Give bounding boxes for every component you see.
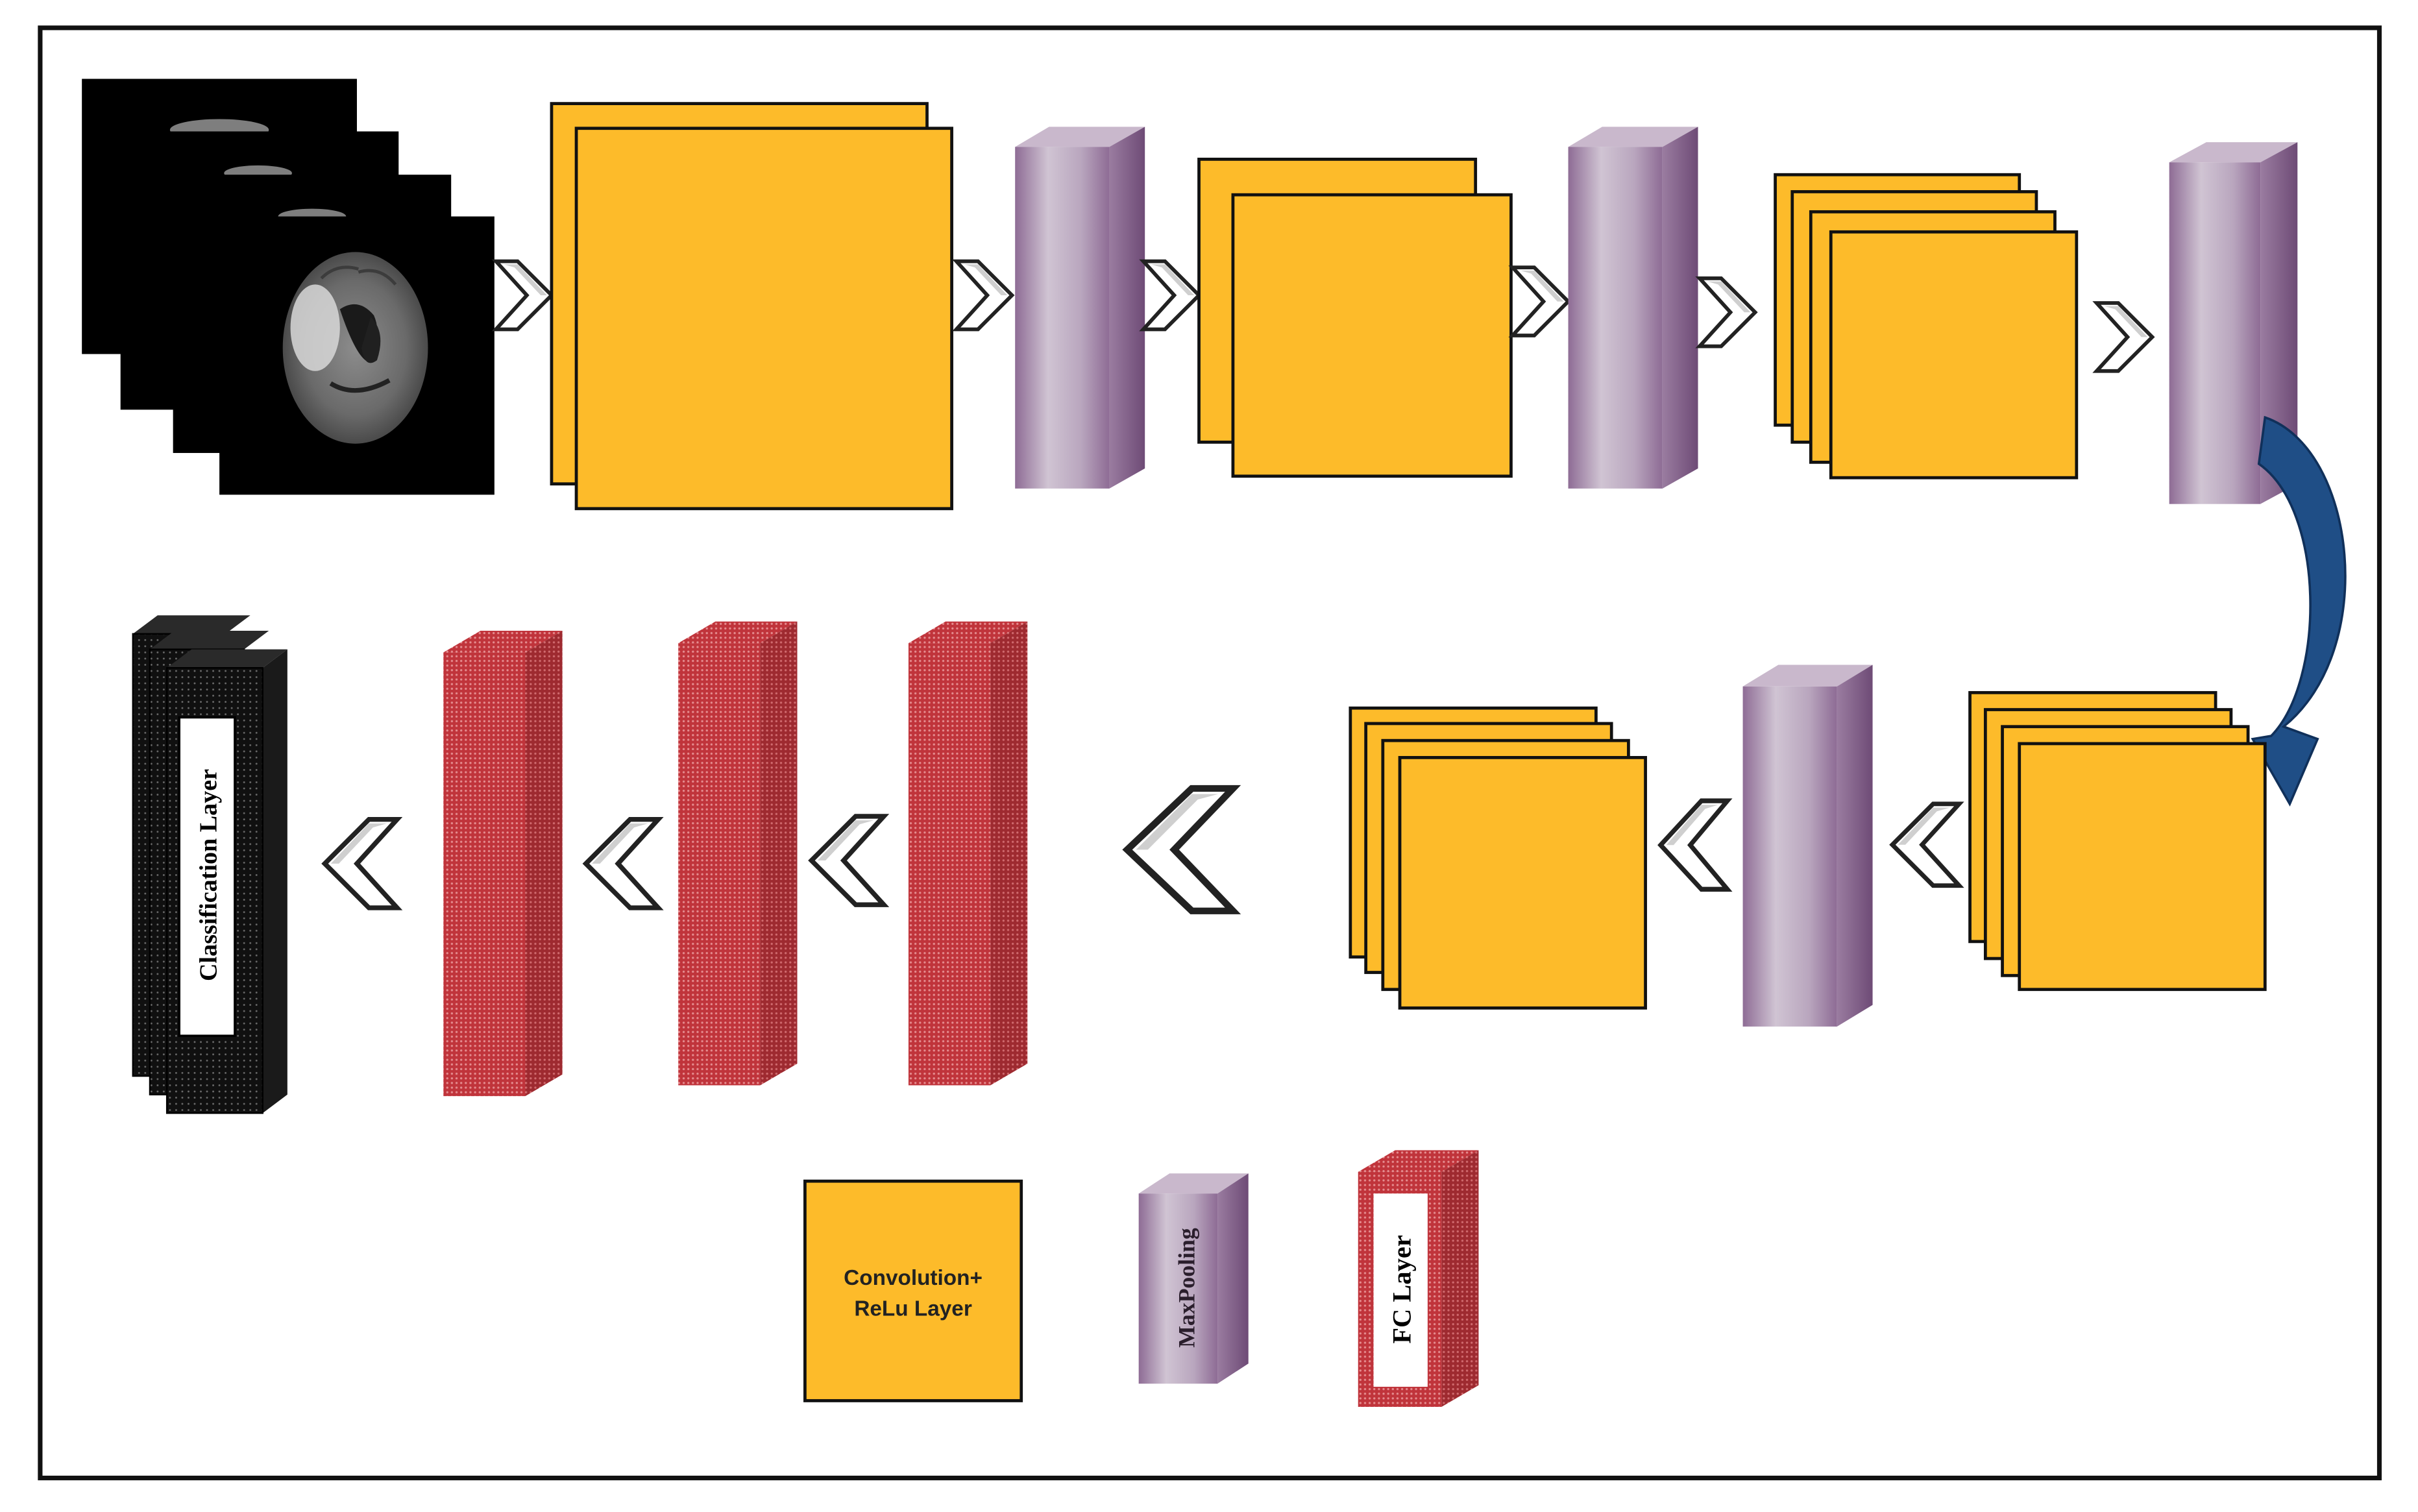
fc-layer-1	[443, 631, 563, 1097]
legend-maxpooling: MaxPooling	[1138, 1173, 1249, 1384]
chevron-left-icon	[811, 816, 883, 905]
chevron-right-icon	[1513, 267, 1569, 335]
fc-layer-3	[908, 621, 1028, 1086]
chevron-left-icon	[324, 820, 397, 908]
maxpool-layer-2	[1568, 127, 1698, 489]
chevron-right-icon	[496, 262, 552, 330]
maxpool-layer-4	[1742, 665, 1873, 1027]
curved-down-arrow-icon	[2251, 415, 2347, 807]
maxpool-layer-1	[1015, 127, 1145, 489]
chevron-left-icon	[586, 820, 658, 908]
chevron-right-icon	[1143, 262, 1199, 330]
chevron-left-icon	[1661, 801, 1728, 889]
outer-frame	[38, 25, 2382, 1481]
legend-maxpool-label: MaxPooling	[1173, 1228, 1199, 1348]
conv-layer-3	[1774, 173, 2079, 480]
legend-conv-label-line2: ReLu Layer	[854, 1297, 971, 1321]
conv-layer-1	[550, 102, 953, 511]
chevron-right-icon	[1700, 278, 1755, 347]
legend-fc-label: FC Layer	[1387, 1235, 1417, 1344]
chevron-right-icon	[2097, 303, 2153, 371]
conv-layer-2	[1197, 158, 1513, 478]
conv-layer-4	[1968, 690, 2267, 992]
conv-layer-5	[1349, 706, 1647, 1010]
legend-conv-label-line1: Convolution+	[844, 1266, 983, 1290]
classification-layer-label: Classification Layer	[195, 769, 222, 981]
chevron-left-icon	[1127, 788, 1233, 911]
legend-fc-layer: FC Layer	[1358, 1150, 1479, 1407]
classification-layer: Classification Layer	[132, 615, 287, 1114]
chevron-left-icon	[1892, 804, 1959, 886]
brain-scan-image	[282, 252, 428, 444]
fc-layer-2	[678, 621, 798, 1086]
maxpool-layer-3	[2169, 142, 2298, 504]
mri-input-stack	[82, 79, 495, 495]
legend: Convolution+ ReLu Layer MaxPooling FC La…	[803, 1150, 1479, 1407]
legend-conv-relu: Convolution+ ReLu Layer	[803, 1179, 1023, 1402]
chevron-right-icon	[957, 262, 1012, 330]
